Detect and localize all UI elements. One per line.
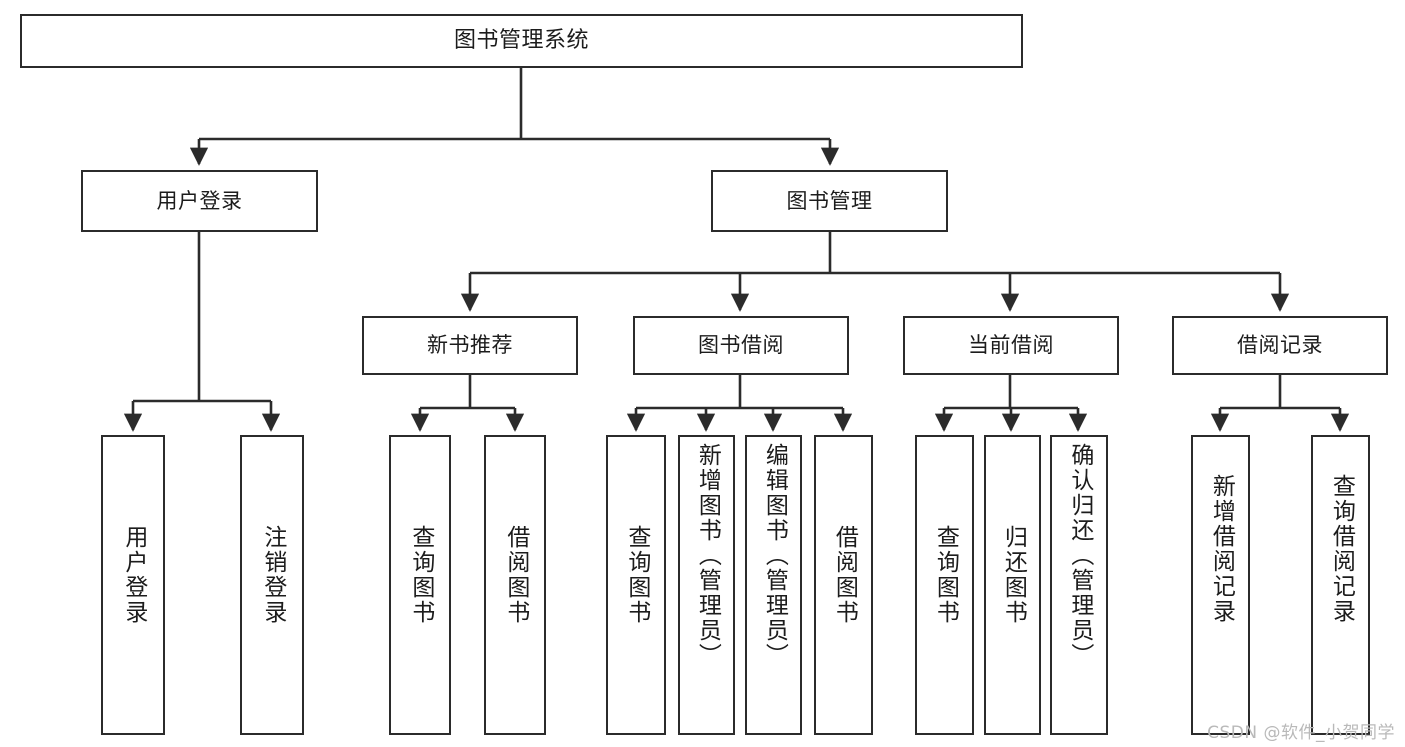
leaf-query-book-1[interactable]: 查询图书: [389, 435, 451, 735]
node-book-manage-label: 图书管理: [786, 188, 873, 213]
leaf-query-book-2-label: 查询图书: [623, 525, 650, 625]
leaf-edit-book-label: 编辑图书（管理员）: [761, 443, 788, 668]
node-new-book-recommend-label: 新书推荐: [427, 333, 513, 358]
leaf-query-record[interactable]: 查询借阅记录: [1311, 435, 1370, 735]
watermark: CSDN @软件_小贺同学: [1207, 723, 1395, 743]
leaf-add-record[interactable]: 新增借阅记录: [1191, 435, 1250, 735]
node-borrow-record[interactable]: 借阅记录: [1172, 316, 1388, 375]
leaf-add-record-label: 新增借阅记录: [1208, 474, 1235, 624]
node-book-borrow-label: 图书借阅: [698, 333, 784, 358]
leaf-return-book[interactable]: 归还图书: [984, 435, 1041, 735]
leaf-edit-book[interactable]: 编辑图书（管理员）: [745, 435, 802, 735]
leaf-add-book-label: 新增图书（管理员）: [694, 443, 721, 668]
node-user-login-label: 用户登录: [156, 188, 243, 213]
node-current-borrow-label: 当前借阅: [968, 333, 1054, 358]
leaf-query-book-2[interactable]: 查询图书: [606, 435, 666, 735]
leaf-user-login-label: 用户登录: [120, 525, 147, 625]
node-root[interactable]: 图书管理系统: [20, 14, 1023, 68]
leaf-confirm-return-label: 确认归还（管理员）: [1066, 443, 1093, 668]
leaf-return-book-label: 归还图书: [1000, 525, 1027, 625]
leaf-query-book-3[interactable]: 查询图书: [915, 435, 974, 735]
leaf-query-book-3-label: 查询图书: [932, 525, 959, 625]
node-book-borrow[interactable]: 图书借阅: [633, 316, 849, 375]
leaf-logout-login[interactable]: 注销登录: [240, 435, 304, 735]
leaf-query-record-label: 查询借阅记录: [1328, 474, 1355, 624]
leaf-add-book[interactable]: 新增图书（管理员）: [678, 435, 735, 735]
node-book-manage[interactable]: 图书管理: [711, 170, 948, 232]
leaf-borrow-book-2-label: 借阅图书: [831, 525, 858, 625]
node-borrow-record-label: 借阅记录: [1237, 333, 1323, 358]
leaf-borrow-book-1-label: 借阅图书: [502, 525, 529, 625]
leaf-borrow-book-2[interactable]: 借阅图书: [814, 435, 873, 735]
leaf-logout-login-label: 注销登录: [259, 525, 286, 625]
leaf-borrow-book-1[interactable]: 借阅图书: [484, 435, 546, 735]
node-root-label: 图书管理系统: [453, 28, 589, 54]
leaf-confirm-return[interactable]: 确认归还（管理员）: [1050, 435, 1108, 735]
leaf-query-book-1-label: 查询图书: [407, 525, 434, 625]
node-current-borrow[interactable]: 当前借阅: [903, 316, 1119, 375]
node-new-book-recommend[interactable]: 新书推荐: [362, 316, 578, 375]
node-user-login[interactable]: 用户登录: [81, 170, 318, 232]
leaf-user-login[interactable]: 用户登录: [101, 435, 165, 735]
